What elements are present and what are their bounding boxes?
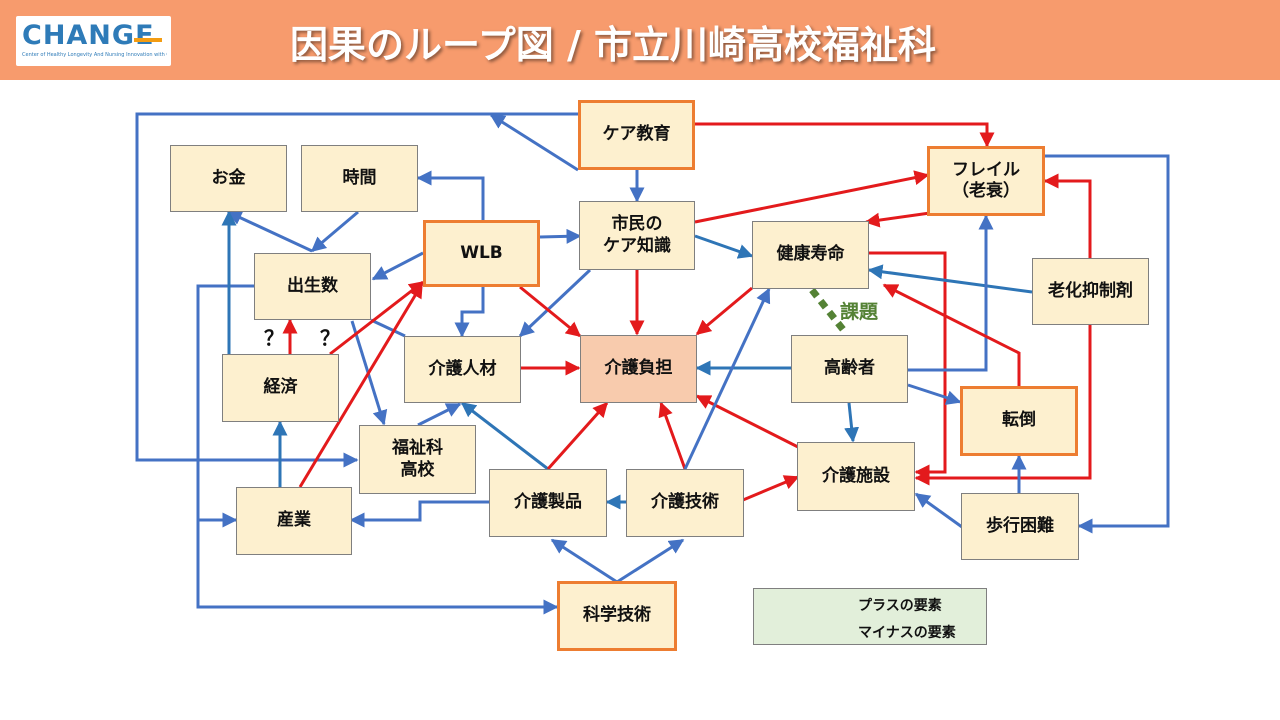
- node-citizen-care-knowledge: 市民のケア知識: [579, 201, 695, 270]
- arrow-walking-to-facility: [914, 492, 963, 529]
- node-label: 産業: [277, 510, 311, 531]
- arrow-anti-aging-to-facility: [914, 325, 1092, 486]
- arrow-fall-to-healthy-life: [882, 283, 1021, 386]
- page-title: 因果のループ図 / 市立川崎高校福祉科: [290, 23, 937, 67]
- arrow-science-to-tech: [616, 538, 685, 584]
- arrow-citizen-to-care-staff: [518, 268, 592, 338]
- question-mark: ？: [264, 326, 284, 350]
- arrow-economy-to-wlb: [329, 280, 425, 356]
- legend-plus-label: プラスの要素: [858, 598, 942, 614]
- arrow-frail-to-walking: [1045, 154, 1170, 534]
- arrow-industry-to-wlb: [298, 282, 424, 488]
- node-welfare-school: 福祉科高校: [359, 425, 476, 494]
- node-label: 時間: [342, 167, 377, 188]
- logo-accent: [134, 38, 162, 42]
- issue-label: 課題: [840, 301, 879, 323]
- node-label: 高齢者: [824, 358, 875, 379]
- node-care-burden: 介護負担: [580, 335, 697, 403]
- arrow-products-to-industry: [349, 500, 490, 528]
- arrow-care-education-to-welfare-school: [135, 112, 578, 468]
- arrow-frail-to-healthy-life: [864, 211, 931, 228]
- node-care-products: 介護製品: [489, 469, 607, 537]
- arrow-elderly-to-facility: [844, 402, 860, 443]
- node-label: 出生数: [287, 275, 338, 296]
- node-fall: 転倒: [960, 386, 1078, 456]
- node-label: 福祉科: [392, 438, 443, 459]
- arrow-wlb-to-time: [416, 170, 485, 220]
- node-label: ケア知識: [603, 235, 671, 256]
- arrow-care-education-to-loop: [489, 113, 579, 172]
- arrow-elderly-to-frail: [908, 214, 994, 372]
- node-label: 介護施設: [822, 465, 890, 486]
- node-label: 歩行困難: [986, 515, 1054, 536]
- arrow-wlb-to-birth: [371, 251, 424, 281]
- node-label: フレイル: [952, 159, 1020, 180]
- node-time: 時間: [301, 145, 418, 212]
- node-care-tech: 介護技術: [626, 469, 744, 537]
- question-mark: ？: [320, 326, 340, 350]
- arrow-anti-aging-to-frail: [1043, 173, 1092, 258]
- arrow-products-to-care-staff: [460, 401, 549, 471]
- arrow-science-to-products: [550, 538, 618, 584]
- node-frail: フレイル（老衰）: [927, 146, 1045, 216]
- node-healthy-life: 健康寿命: [752, 221, 869, 289]
- arrow-wlb-to-care-staff: [454, 287, 485, 338]
- node-anti-aging: 老化抑制剤: [1032, 258, 1149, 325]
- node-wlb: WLB: [423, 220, 540, 287]
- arrow-healthy-life-to-burden: [695, 286, 753, 336]
- title-bar: [0, 0, 1280, 80]
- arrow-time-to-birth: [310, 210, 359, 253]
- node-label: （老衰）: [952, 181, 1020, 201]
- node-label: 健康寿命: [776, 244, 845, 265]
- arrow-tech-to-healthy-life: [683, 287, 771, 470]
- logo-subtitle: Center of Healthy Longevity And Nursing …: [22, 52, 167, 58]
- arrow-wlb-to-citizen: [539, 228, 582, 244]
- node-label: WLB: [460, 242, 503, 263]
- node-label: 介護負担: [604, 358, 673, 379]
- node-industry: 産業: [236, 487, 352, 555]
- node-label: 科学技術: [583, 605, 651, 626]
- arrow-welfare-school-to-care-staff: [417, 402, 462, 427]
- node-label: 高校: [400, 459, 435, 480]
- issue-link: [809, 287, 848, 335]
- arrow-tech-to-facility: [742, 475, 800, 502]
- node-care-staff: 介護人材: [404, 336, 521, 403]
- node-label: 老化抑制剤: [1048, 280, 1133, 301]
- node-money: お金: [170, 145, 287, 212]
- node-label: 介護製品: [514, 492, 582, 513]
- legend-minus-label: マイナスの要素: [858, 625, 956, 641]
- node-label: お金: [211, 167, 246, 188]
- arrow-tech-to-burden: [658, 401, 687, 470]
- node-walking-difficulty: 歩行困難: [961, 493, 1079, 560]
- arrow-healthy-life-to-facility: [869, 251, 947, 480]
- arrow-anti-aging-to-healthy-life: [867, 264, 1033, 294]
- arrow-care-education-to-frail: [695, 122, 995, 148]
- arrow-birth-to-industry: [196, 284, 254, 528]
- node-label: 市民の: [611, 214, 663, 235]
- node-label: 介護人材: [428, 358, 497, 379]
- arrow-birth-to-money: [226, 210, 313, 253]
- arrow-birth-to-care-staff: [370, 318, 406, 338]
- arrow-elderly-to-fall: [907, 383, 962, 405]
- change-logo: CHANGE Center of Healthy Longevity And N…: [16, 16, 171, 66]
- node-label: 経済: [263, 377, 298, 398]
- arrow-products-to-burden: [546, 401, 609, 470]
- node-care-facility: 介護施設: [797, 442, 915, 511]
- node-elderly: 高齢者: [791, 335, 908, 403]
- node-care-education: ケア教育: [578, 100, 695, 170]
- node-science-tech: 科学技術: [557, 581, 677, 651]
- node-label: 転倒: [1002, 410, 1036, 431]
- node-label: ケア教育: [602, 124, 671, 145]
- arrow-citizen-to-frail: [694, 170, 930, 224]
- arrow-citizen-to-healthy-life: [694, 234, 754, 259]
- node-economy: 経済: [222, 354, 339, 422]
- arrow-facility-to-burden: [695, 394, 799, 449]
- logo-text: CHANGE: [22, 20, 155, 51]
- arrow-wlb-to-burden: [519, 285, 582, 338]
- node-birth-rate: 出生数: [254, 253, 371, 320]
- legend: プラスの要素 マイナスの要素: [753, 588, 987, 645]
- arrow-birth-to-science: [196, 520, 559, 615]
- node-label: 介護技術: [651, 492, 719, 513]
